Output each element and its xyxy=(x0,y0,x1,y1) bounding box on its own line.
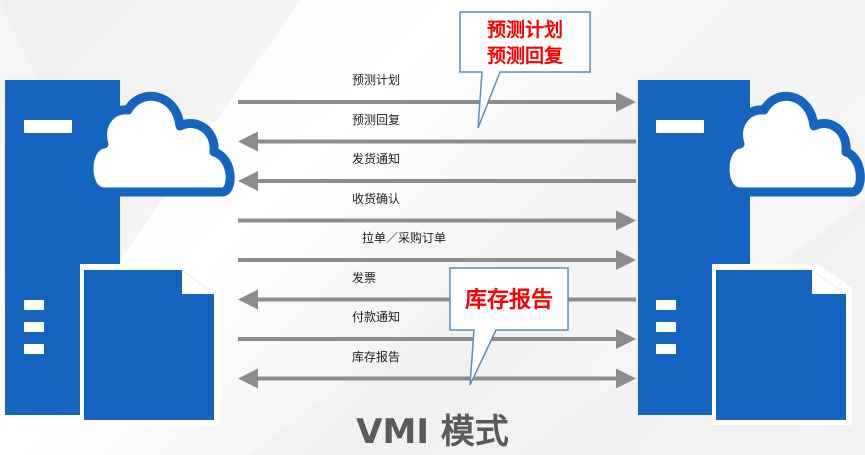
callout-forecast-line1: 预测计划 xyxy=(487,18,563,41)
arrowhead-right-icon xyxy=(616,92,636,112)
right-document-icon xyxy=(712,264,852,425)
callout-forecast-line2: 预测回复 xyxy=(487,44,564,67)
flow-label: 发货通知 xyxy=(352,152,401,166)
flow-label: 付款通知 xyxy=(352,310,401,324)
flow-label: 预测回复 xyxy=(352,112,401,127)
arrowhead-left-icon xyxy=(238,171,258,191)
diagram-title: VMI 模式 xyxy=(356,412,509,452)
arrowhead-left-icon xyxy=(238,131,258,152)
flow-arrows xyxy=(238,92,636,389)
left-cloud-icon xyxy=(84,91,235,197)
arrowhead-right-icon xyxy=(616,250,636,270)
arrowhead-left-icon xyxy=(238,368,258,389)
flow-label: 收货确认 xyxy=(352,191,401,206)
left-server-icon xyxy=(5,80,235,425)
callout-inventory-text: 库存报告 xyxy=(465,287,553,313)
arrowhead-left-icon xyxy=(238,289,258,310)
arrowhead-right-icon xyxy=(616,210,636,231)
callout-inventory: 库存报告 xyxy=(449,267,569,386)
callout-forecast: 预测计划 预测回复 xyxy=(459,11,591,129)
flow-label: 拉单／采购订单 xyxy=(362,231,447,245)
flow-label: 预测计划 xyxy=(352,73,401,87)
arrowhead-right-icon xyxy=(616,329,636,349)
arrowhead-right-icon xyxy=(616,368,636,389)
left-document-icon xyxy=(80,264,220,425)
right-cloud-icon xyxy=(720,91,865,197)
right-server-icon xyxy=(638,80,865,425)
flow-label: 库存报告 xyxy=(352,349,401,364)
flow-label: 发票 xyxy=(352,270,377,285)
